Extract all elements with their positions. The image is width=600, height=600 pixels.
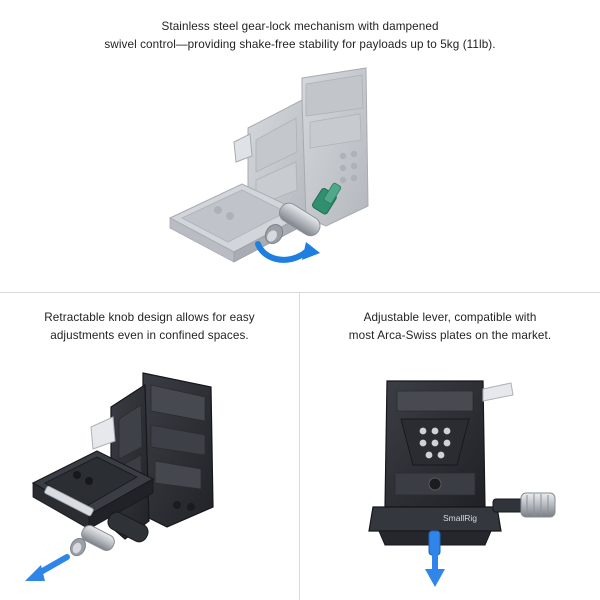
divider-vertical [299, 293, 300, 600]
v-mount-plate-with-retractable-knob-illustration [24, 372, 214, 581]
quick-release-base-plate [168, 183, 308, 263]
lever-tab [233, 133, 253, 163]
rear-vertical-plate [141, 372, 214, 528]
v-mount-plate-with-quick-release-and-swivel-knob-illustration [168, 67, 369, 263]
v-mount-plate-front-with-adjustable-lever-illustration: SmallRig [368, 380, 556, 587]
panel-bottom-right-caption-line-1: Adjustable lever, compatible with [363, 311, 537, 324]
rotation-arrow [255, 241, 320, 263]
base-plate: SmallRig [368, 506, 502, 546]
down-arrow [425, 552, 445, 587]
panel-top-caption-line-1: Stainless steel gear-lock mechanism with… [161, 20, 439, 33]
panel-bottom-left-caption-line-1: Retractable knob design allows for easy [44, 311, 255, 324]
front-face-body [384, 380, 486, 508]
release-pin [428, 530, 441, 556]
panel-bottom-left-figure [0, 355, 299, 595]
lever-tab [89, 416, 116, 450]
quick-release-base-plate [31, 450, 154, 530]
panel-bottom-right-caption-line-2: most Arca-Swiss plates on the market. [348, 329, 552, 342]
adjustable-lever-knob [492, 492, 556, 518]
pull-out-arrow [24, 554, 70, 581]
screw-hole-grid [419, 427, 451, 459]
panel-top-caption: Stainless steel gear-lock mechanism with… [20, 18, 580, 54]
panel-bottom-left: Retractable knob design allows for easy … [0, 293, 299, 600]
lever-tab [482, 382, 514, 402]
retractable-knob [69, 511, 149, 557]
panel-top-figure [0, 56, 600, 286]
brand-label: SmallRig [443, 513, 477, 523]
panel-bottom-right-caption: Adjustable lever, compatible with most A… [310, 309, 590, 345]
panel-bottom-left-caption: Retractable knob design allows for easy … [10, 309, 290, 345]
divider-horizontal [0, 292, 600, 293]
panel-top: Stainless steel gear-lock mechanism with… [0, 0, 600, 292]
panel-top-caption-line-2: swivel control—providing shake-free stab… [104, 38, 496, 51]
panel-bottom-right: Adjustable lever, compatible with most A… [300, 293, 600, 600]
panel-bottom-left-caption-line-2: adjustments even in confined spaces. [50, 329, 249, 342]
panel-bottom-right-figure: SmallRig [300, 355, 600, 595]
rear-vertical-plate [301, 67, 369, 227]
swivel-knob-shaft [264, 182, 342, 244]
